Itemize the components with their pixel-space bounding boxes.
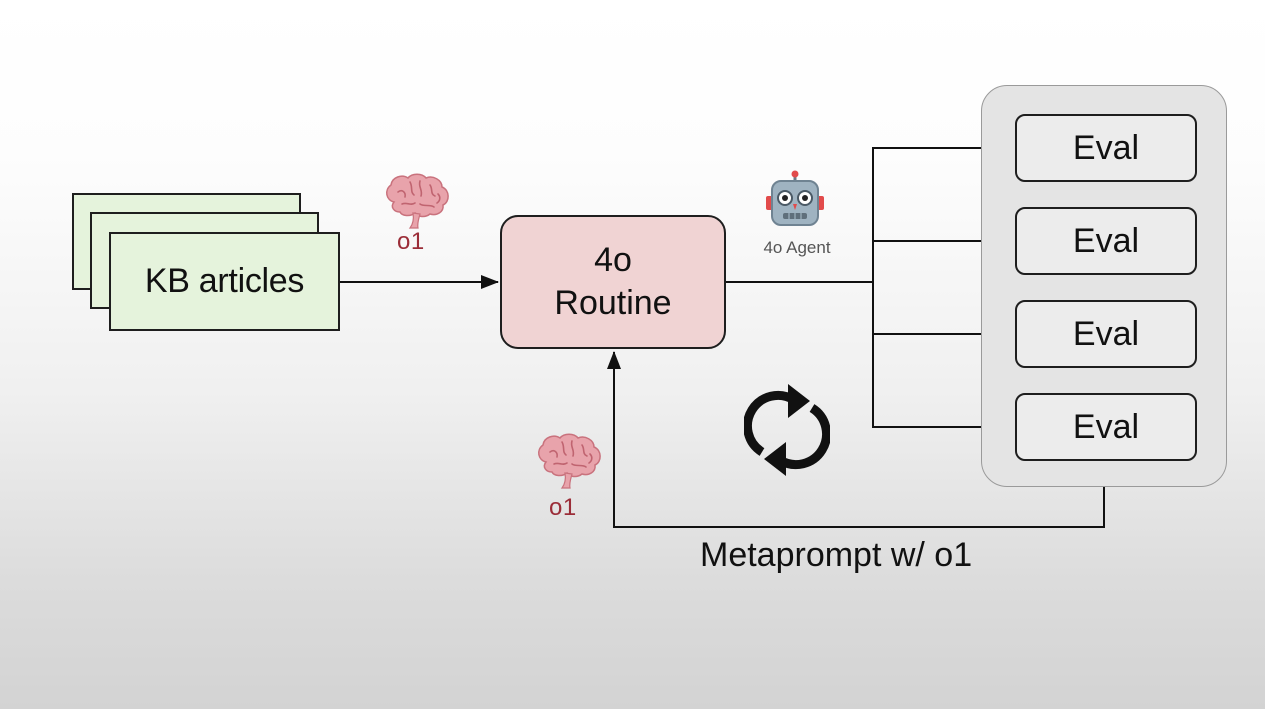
eval-box-1: Eval bbox=[1015, 114, 1197, 182]
routine-box: 4o Routine bbox=[500, 215, 726, 349]
routine-model-label: 4o bbox=[594, 241, 632, 279]
eval-label: Eval bbox=[1072, 407, 1140, 446]
feedback-model-label: o1 bbox=[549, 494, 577, 521]
routine-label: Routine bbox=[554, 284, 672, 322]
eval-label: Eval bbox=[1072, 128, 1140, 167]
brain-icon bbox=[538, 433, 601, 489]
eval-box-3: Eval bbox=[1015, 300, 1197, 368]
refresh-cycle-icon bbox=[744, 384, 830, 476]
metaprompt-label: Metaprompt w/ o1 bbox=[700, 536, 973, 574]
eval-label: Eval bbox=[1072, 221, 1140, 260]
brain-icon bbox=[386, 173, 449, 229]
feedback-loop-arrow bbox=[607, 351, 1105, 528]
robot-icon bbox=[766, 170, 824, 226]
eval-label: Eval bbox=[1072, 314, 1140, 353]
kb-articles-label: KB articles bbox=[144, 262, 305, 300]
input-model-label: o1 bbox=[397, 228, 425, 255]
agent-label: 4o Agent bbox=[763, 238, 831, 257]
kb-articles-box: KB articles bbox=[109, 232, 340, 331]
eval-box-4: Eval bbox=[1015, 393, 1197, 461]
eval-box-2: Eval bbox=[1015, 207, 1197, 275]
